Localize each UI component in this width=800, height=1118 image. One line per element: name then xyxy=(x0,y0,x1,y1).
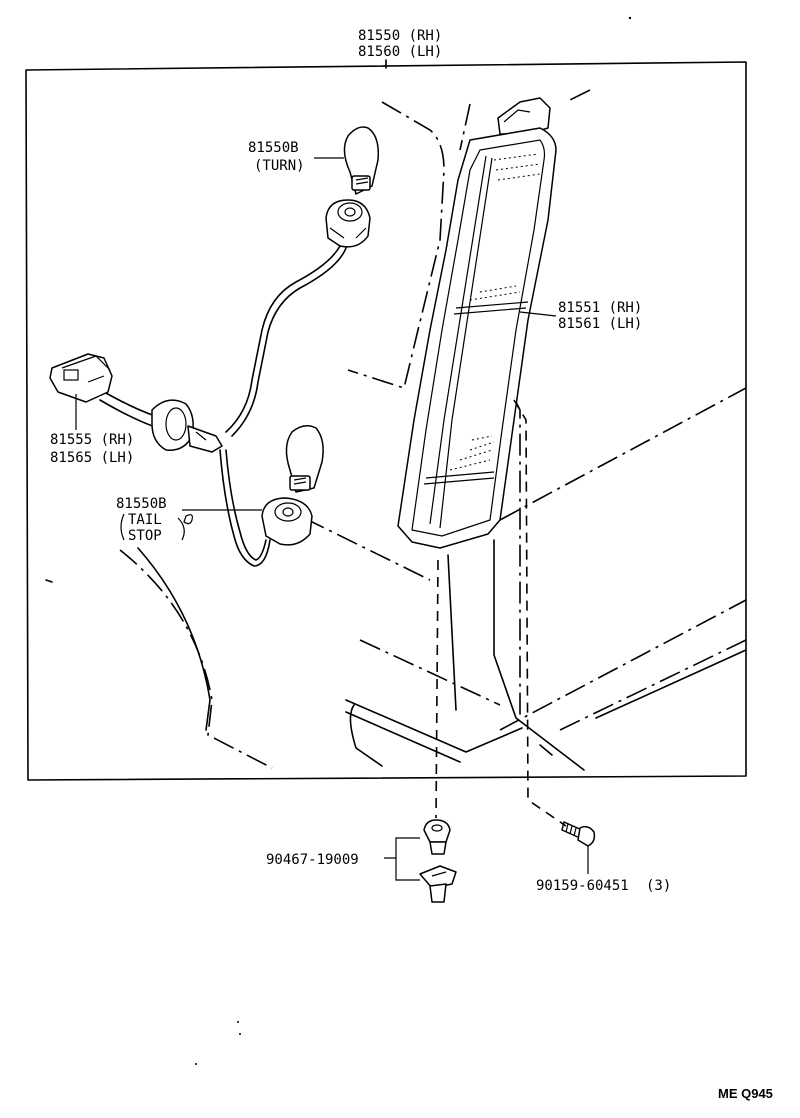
turn-socket xyxy=(325,199,371,248)
label-bulb-turn-desc: (TURN) xyxy=(254,158,305,174)
label-bulb-turn-part: 81550B xyxy=(248,140,299,156)
connector-icon xyxy=(49,353,113,403)
label-lens-rh: 81551 (RH) xyxy=(558,300,642,316)
screw xyxy=(561,821,596,847)
turn-bulb xyxy=(343,126,380,195)
label-assembly-lh: 81560 (LH) xyxy=(358,44,442,60)
tail-stop-bulb xyxy=(285,425,324,493)
rear-lamp-lens xyxy=(397,97,557,549)
part-labels: 81550 (RH) 81560 (LH) 81550B (TURN) 8155… xyxy=(50,28,773,1101)
diagram-code: ME Q945 xyxy=(718,1086,773,1101)
mounting-clip-bottom xyxy=(419,865,457,903)
vehicle-body-outline xyxy=(45,89,747,771)
mounting-clip-top xyxy=(423,819,451,855)
socket-icon xyxy=(325,199,371,248)
label-socket-lh: 81565 (LH) xyxy=(50,450,134,466)
label-bulb-tail-desc1: TAIL xyxy=(128,512,162,528)
grommet-icon xyxy=(151,399,194,451)
label-bulb-tail-part: 81550B xyxy=(116,496,167,512)
socket-grommet xyxy=(151,399,223,453)
label-lens-lh: 81561 (LH) xyxy=(558,316,642,332)
diagram-frame xyxy=(25,59,747,781)
tail-stop-socket xyxy=(261,497,313,546)
scan-specks xyxy=(195,16,632,1065)
connector xyxy=(49,353,113,403)
leader-lines xyxy=(75,157,589,881)
label-screw-qty: (3) xyxy=(646,878,671,894)
label-assembly-rh: 81550 (RH) xyxy=(358,28,442,44)
installation-lines xyxy=(435,399,567,827)
label-socket-rh: 81555 (RH) xyxy=(50,432,134,448)
label-screw-part: 90159-60451 xyxy=(536,878,629,894)
label-bulb-tail-desc2: STOP xyxy=(128,528,162,544)
label-clip-part: 90467-19009 xyxy=(266,852,359,868)
wire-harness xyxy=(99,245,347,567)
